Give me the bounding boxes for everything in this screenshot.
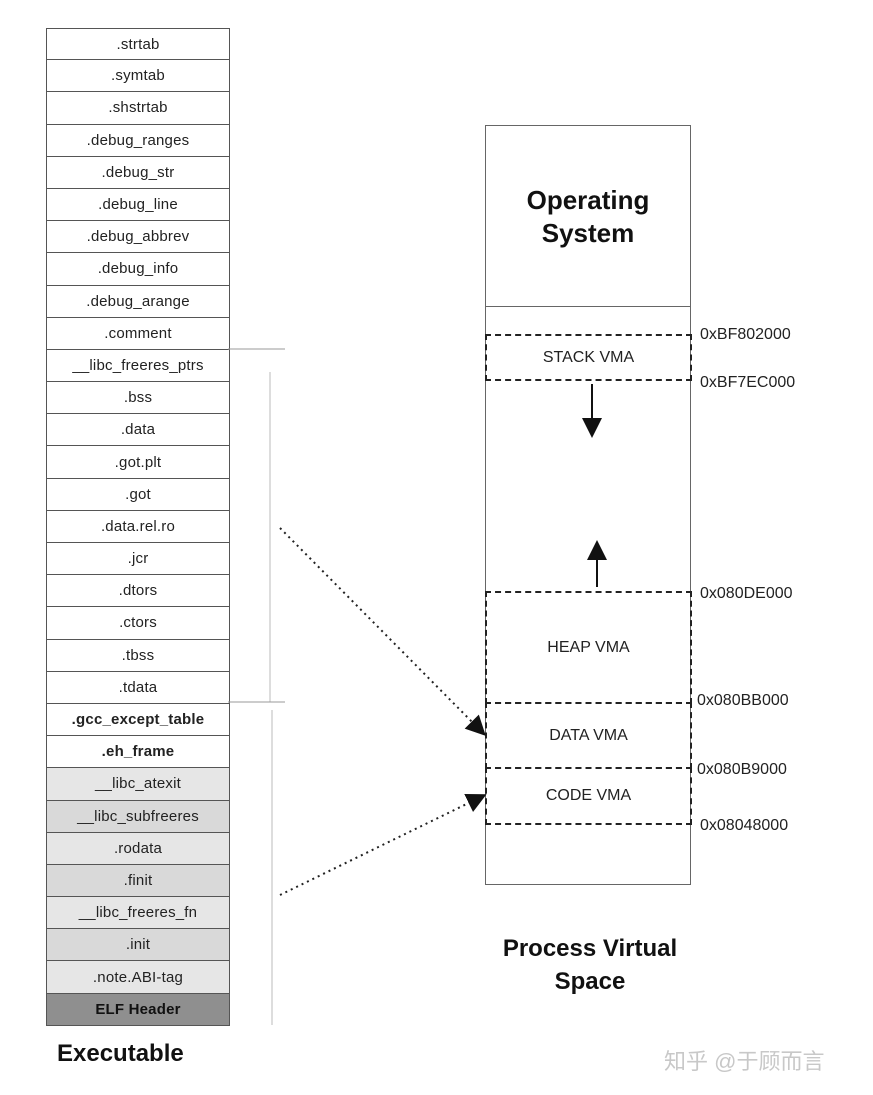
section-row: .data.rel.ro <box>47 511 229 543</box>
address-heap-bottom: 0x080BB000 <box>697 692 789 709</box>
section-row: .debug_ranges <box>47 125 229 157</box>
section-row: .eh_frame <box>47 736 229 769</box>
section-row: __libc_atexit <box>47 768 229 801</box>
section-row: .strtab <box>47 28 229 61</box>
section-row: .gcc_except_table <box>47 704 229 737</box>
section-row: .tdata <box>47 672 229 704</box>
section-row: .tbss <box>47 640 229 672</box>
section-row: __libc_freeres_fn <box>47 897 229 930</box>
section-row: .comment <box>47 318 229 350</box>
address-data-bottom: 0x080B9000 <box>697 761 787 778</box>
section-row: .init <box>47 929 229 962</box>
section-row: .data <box>47 414 229 447</box>
section-row: .dtors <box>47 575 229 608</box>
section-row: .got <box>47 479 229 511</box>
section-row: .debug_arange <box>47 286 229 318</box>
section-row: __libc_freeres_ptrs <box>47 350 229 383</box>
section-row: .debug_line <box>47 189 229 222</box>
section-row: .finit <box>47 864 229 898</box>
executable-sections-column: .strtab.symtab.shstrtab.debug_ranges.deb… <box>46 28 230 1026</box>
address-stack-top: 0xBF802000 <box>700 326 791 343</box>
section-row: .ctors <box>47 607 229 640</box>
section-row: .debug_str <box>47 157 229 189</box>
section-row: .note.ABI-tag <box>47 961 229 994</box>
stack-vma: STACK VMA <box>485 334 692 381</box>
section-row: .debug_abbrev <box>47 221 229 254</box>
data-mapping-arrow <box>279 527 486 736</box>
address-stack-bottom: 0xBF7EC000 <box>700 374 796 391</box>
section-row: .shstrtab <box>47 92 229 125</box>
code-mapping-arrow <box>279 794 487 896</box>
section-row: .rodata <box>47 832 229 865</box>
section-row: .got.plt <box>47 446 229 479</box>
section-row: .symtab <box>47 60 229 93</box>
section-row: ELF Header <box>47 993 229 1026</box>
section-row: __libc_subfreeres <box>47 800 229 833</box>
section-row: .debug_info <box>47 253 229 286</box>
watermark: 知乎 @于顾而言 <box>664 1049 825 1074</box>
address-code-bottom: 0x08048000 <box>700 817 789 834</box>
address-heap-top: 0x080DE000 <box>700 585 793 602</box>
executable-label: Executable <box>57 1040 184 1067</box>
os-divider <box>486 306 690 307</box>
section-row: .jcr <box>47 543 229 576</box>
section-row: .bss <box>47 382 229 415</box>
